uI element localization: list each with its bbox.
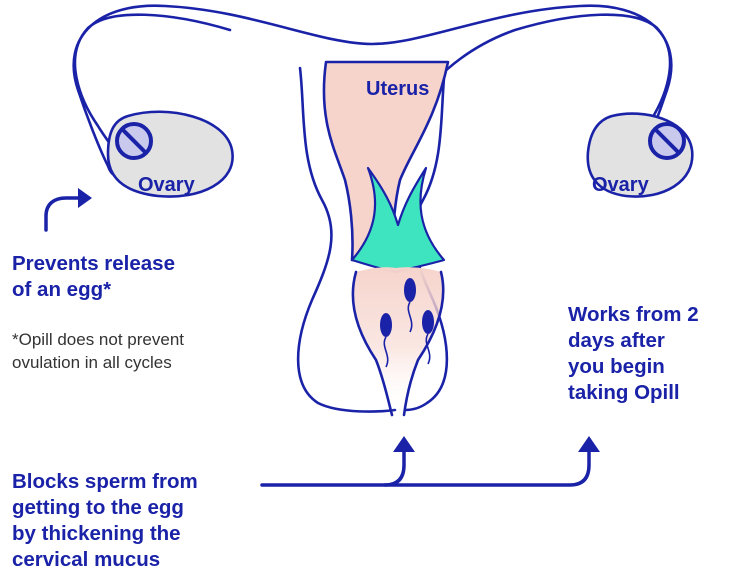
arrow-up-icon xyxy=(578,436,600,452)
bottom-arrows xyxy=(262,452,589,485)
arrow-curve-icon xyxy=(46,188,92,230)
label-uterus: Uterus xyxy=(366,77,429,101)
label-ovary-right: Ovary xyxy=(592,173,649,197)
no-symbol-icon xyxy=(117,124,151,158)
annotation-works-from: Works from 2 days after you begin taking… xyxy=(568,302,699,406)
label-ovary-left: Ovary xyxy=(138,173,195,197)
arrow-up-icon xyxy=(393,436,415,452)
annotation-blocks-sperm: Blocks sperm from getting to the egg by … xyxy=(12,469,198,573)
annotation-footnote: *Opill does not prevent ovulation in all… xyxy=(12,328,184,374)
no-symbol-icon xyxy=(650,124,684,158)
annotation-prevents-release: Prevents release of an egg* xyxy=(12,251,175,303)
